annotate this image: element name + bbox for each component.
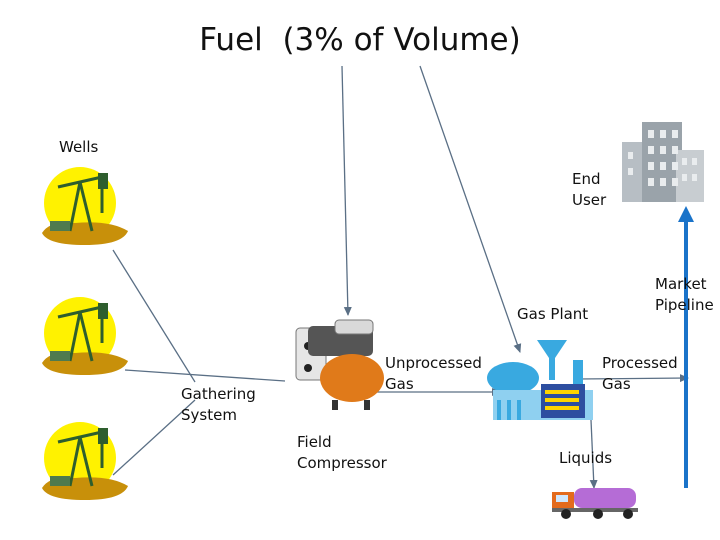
arrow-liquids [589, 419, 598, 489]
label-liquids: Liquids [559, 449, 613, 467]
compressor-icon [295, 319, 384, 410]
gas-plant-icon [487, 340, 593, 420]
label-processed-gas: Processed Gas [602, 354, 678, 393]
label-gas-plant: Gas Plant [517, 305, 589, 323]
tanker-truck-icon [552, 488, 638, 519]
label-unprocessed-gas: Unprocessed Gas [385, 354, 482, 393]
label-field-compressor: Field Compressor [297, 433, 387, 472]
building-icon [622, 122, 704, 202]
label-market-pipeline: Market Pipeline [655, 275, 714, 314]
arrow-processed-gas [577, 374, 689, 383]
line-well1-gathering [112, 249, 196, 383]
well-icon [42, 297, 128, 375]
diagram-title: Fuel (3% of Volume) [199, 22, 521, 58]
line-well3-gathering [112, 399, 196, 476]
well-icon [42, 422, 128, 500]
label-gathering-system: Gathering System [181, 385, 256, 424]
label-wells: Wells [59, 138, 99, 156]
line-well2-gathering [124, 369, 286, 382]
label-end-user: End User [572, 170, 607, 209]
arrow-title-to-gasplant [419, 65, 522, 353]
connector-lines [112, 65, 689, 489]
arrow-title-to-compressor [341, 65, 352, 316]
well-icon [42, 167, 128, 245]
